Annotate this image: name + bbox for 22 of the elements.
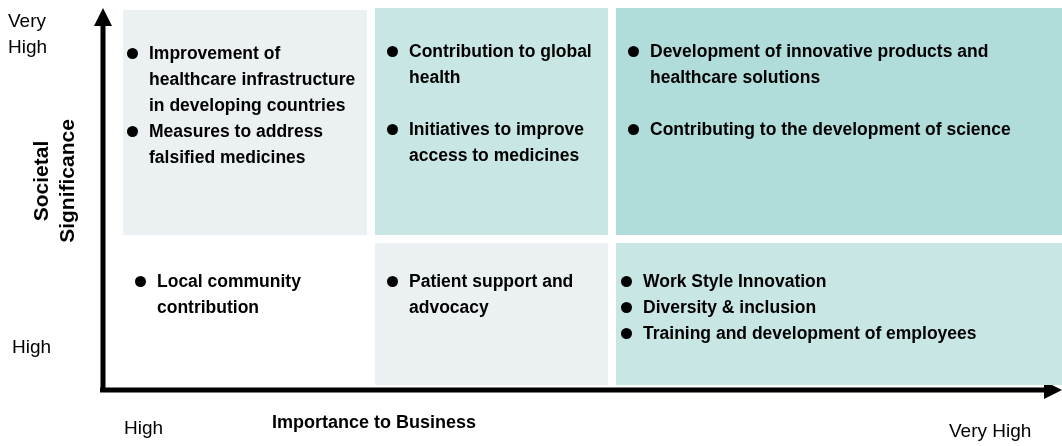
- quadrant-cell: [375, 243, 608, 385]
- quadrant-cell: [123, 10, 367, 235]
- quadrant-cell: [616, 8, 1062, 235]
- item-text: Initiatives to improve access to medicines: [409, 118, 586, 167]
- scale-label: Very High: [949, 419, 1032, 443]
- item-text: Work Style Innovation: [643, 270, 827, 293]
- item-text: Patient support and advocacy: [409, 270, 575, 319]
- scale-label: Very High: [8, 9, 49, 59]
- scale-label: High: [124, 416, 164, 440]
- axis-title: Importance to Business: [272, 411, 477, 434]
- axis-title: Societal Significance: [28, 118, 79, 245]
- item-text: Contributing to the development of science: [650, 118, 1011, 141]
- item-text: Development of innovative products and healthcare solutions: [650, 40, 990, 89]
- quadrant-cell: [375, 8, 608, 235]
- quadrant-cell: [616, 243, 1062, 385]
- scale-label: High: [12, 335, 52, 359]
- item-text: Training and development of employees: [643, 322, 977, 345]
- item-text: Local community contribution: [157, 270, 302, 319]
- item-text: Improvement of healthcare infrastructure in developing countries: [149, 42, 357, 117]
- item-text: Diversity & inclusion: [643, 296, 817, 319]
- item-text: Contribution to global health: [409, 40, 593, 89]
- item-text: Measures to address falsified medicines: [149, 120, 325, 169]
